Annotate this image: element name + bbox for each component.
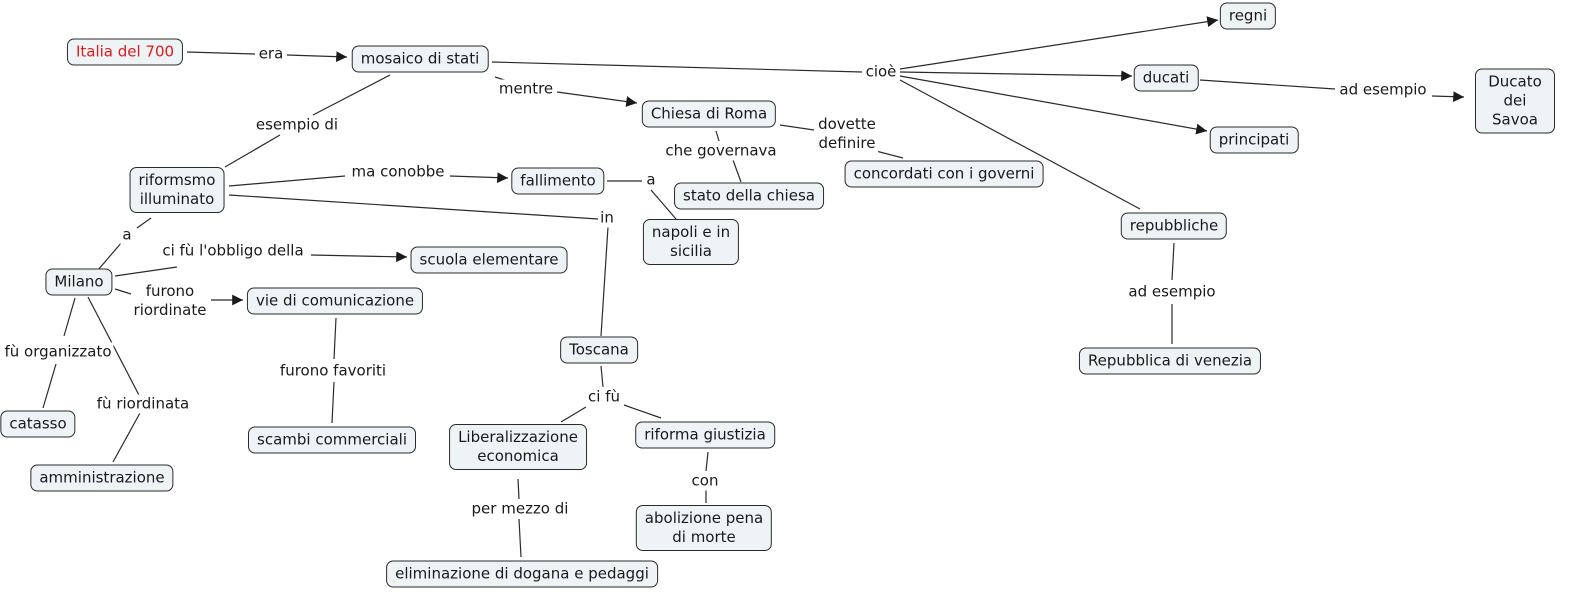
- edge: [875, 150, 904, 159]
- link-ci-fu: ci fù: [586, 387, 622, 407]
- edge: [600, 226, 609, 337]
- edge: [1199, 79, 1336, 90]
- concept-riforma-giustizia[interactable]: riforma giustizia: [635, 421, 775, 449]
- concept-liberalizzazione-economica[interactable]: Liberalizzazione economica: [449, 424, 587, 470]
- edge: [333, 317, 337, 360]
- concept-napoli-e-sicilia[interactable]: napoli e in sicilia: [642, 219, 740, 265]
- edge: [186, 51, 256, 55]
- link-in: in: [598, 208, 616, 228]
- edge: [705, 451, 709, 472]
- edge: [899, 75, 1208, 135]
- concept-repubblica-di-venezia[interactable]: Repubblica di venezia: [1078, 347, 1262, 375]
- link-a-napoli: a: [644, 170, 658, 190]
- link-mentre: mentre: [496, 79, 556, 99]
- edge: [1431, 91, 1465, 103]
- link-ad-esempio-ducati: ad esempio: [1337, 80, 1429, 100]
- concept-abolizione-pena-di-morte[interactable]: abolizione pena di morte: [635, 505, 773, 551]
- link-ci-fu-obbligo: ci fù l'obbligo della: [160, 241, 306, 261]
- edge: [623, 404, 662, 419]
- link-per-mezzo-di: per mezzo di: [469, 499, 571, 519]
- edge: [449, 172, 509, 184]
- edge: [112, 412, 141, 463]
- link-con: con: [689, 471, 721, 491]
- concept-milano[interactable]: Milano: [45, 268, 113, 296]
- edge: [228, 194, 599, 220]
- edge: [899, 79, 1141, 210]
- link-fu-riordinata: fù riordinata: [94, 394, 192, 414]
- concept-stato-della-chiesa[interactable]: stato della chiesa: [674, 182, 824, 210]
- concept-toscana[interactable]: Toscana: [560, 336, 638, 364]
- concept-vie-di-comunicazione[interactable]: vie di comunicazione: [246, 287, 424, 315]
- link-ma-conobbe: ma conobbe: [349, 162, 447, 182]
- concept-scuola-elementare[interactable]: scuola elementare: [410, 246, 568, 274]
- edge: [63, 297, 76, 337]
- concept-mosaico-di-stati[interactable]: mosaico di stati: [351, 45, 489, 73]
- concept-italia-del-700[interactable]: Italia del 700: [66, 38, 184, 66]
- edge: [650, 189, 677, 220]
- link-dovette-definire: dovette definire: [816, 115, 878, 153]
- concept-amministrazione[interactable]: amministrazione: [30, 464, 174, 492]
- link-era: era: [256, 44, 286, 64]
- edge: [715, 130, 720, 142]
- edge: [899, 16, 1219, 70]
- edge: [1171, 242, 1175, 281]
- edge: [310, 251, 408, 263]
- concept-concordati[interactable]: concordati con i governi: [844, 160, 1044, 188]
- link-ad-esempio-repubbliche: ad esempio: [1126, 282, 1218, 302]
- concept-principati[interactable]: principati: [1209, 126, 1299, 154]
- link-a-milano: a: [120, 225, 134, 245]
- edge: [286, 51, 348, 63]
- link-furono-favoriti: furono favoriti: [277, 361, 389, 381]
- edge: [114, 288, 132, 295]
- edge: [779, 124, 815, 131]
- edge: [331, 381, 335, 424]
- concept-catasso[interactable]: catasso: [0, 410, 76, 438]
- edge: [518, 518, 522, 558]
- edge: [491, 61, 863, 73]
- concept-chiesa-di-roma[interactable]: Chiesa di Roma: [641, 100, 777, 128]
- link-fu-organizzato: fù organizzato: [2, 342, 114, 362]
- edge: [899, 70, 1133, 82]
- link-che-governava: che governava: [663, 141, 779, 161]
- edge: [732, 159, 742, 183]
- edge: [42, 363, 57, 409]
- link-esempio-di: esempio di: [253, 115, 341, 135]
- concept-scambi-commerciali[interactable]: scambi commerciali: [248, 426, 416, 454]
- edge: [87, 296, 142, 400]
- edge: [97, 241, 123, 271]
- edge: [560, 406, 587, 423]
- concept-eliminazione-dogana-pedaggi[interactable]: eliminazione di dogana e pedaggi: [386, 560, 658, 588]
- edge: [517, 478, 520, 500]
- edge: [114, 266, 178, 277]
- concept-repubbliche[interactable]: repubbliche: [1120, 212, 1228, 240]
- concept-regni[interactable]: regni: [1219, 2, 1277, 30]
- edge: [136, 217, 152, 229]
- concept-ducato-dei-savoia[interactable]: Ducato dei Savoa: [1475, 68, 1555, 134]
- edge: [224, 134, 281, 168]
- concept-fallimento[interactable]: fallimento: [511, 167, 605, 195]
- edge: [312, 74, 391, 116]
- link-cioe: cioè: [863, 62, 899, 82]
- concept-ducati[interactable]: ducati: [1133, 64, 1199, 92]
- edge: [600, 365, 604, 388]
- concept-riformismo-illuminato[interactable]: riformsmo illuminato: [129, 167, 225, 213]
- edge: [228, 175, 346, 187]
- link-furono-riordinate: furono riordinate: [131, 282, 209, 320]
- edge: [556, 91, 638, 107]
